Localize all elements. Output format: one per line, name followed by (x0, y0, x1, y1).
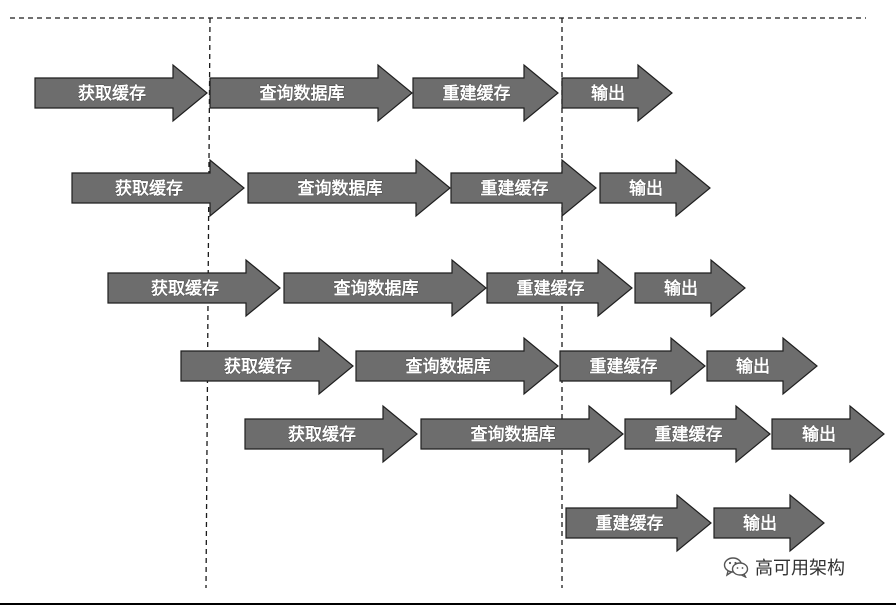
query-database-arrow (420, 404, 624, 464)
output-label: 输出 (743, 513, 777, 534)
output-label: 输出 (802, 424, 836, 445)
arrow-row: 重建缓存 输出 (565, 493, 825, 553)
query-database-arrow (355, 336, 559, 396)
arrow-row: 获取缓存 查询数据库 重建缓存 输出 (71, 158, 711, 218)
get-cache-label: 获取缓存 (151, 278, 219, 299)
query-database-label: 查询数据库 (297, 178, 383, 199)
rebuild-cache-label: 重建缓存 (596, 513, 664, 534)
output-arrow (713, 493, 825, 553)
output-arrow (599, 158, 711, 218)
rebuild-cache-label: 重建缓存 (517, 278, 585, 299)
rebuild-cache-arrow (624, 404, 771, 464)
get-cache-label: 获取缓存 (115, 178, 183, 199)
query-database-label: 查询数据库 (405, 356, 491, 377)
watermark-text: 高可用架构 (755, 558, 845, 579)
arrow-rows: 获取缓存查询数据库重建缓存输出获取缓存查询数据库重建缓存输出获取缓存查询数据库重… (34, 63, 885, 553)
output-arrow (561, 63, 673, 123)
get-cache-arrow (180, 336, 354, 396)
get-cache-label: 获取缓存 (288, 424, 356, 445)
get-cache-arrow (244, 404, 418, 464)
arrow-row: 获取缓存 查询数据库 重建缓存 输出 (107, 258, 746, 318)
output-arrow (634, 258, 746, 318)
query-database-label: 查询数据库 (259, 83, 345, 104)
rebuild-cache-arrow (450, 158, 597, 218)
query-database-label: 查询数据库 (333, 278, 419, 299)
get-cache-arrow (71, 158, 245, 218)
arrow-row: 获取缓存 查询数据库 重建缓存 输出 (244, 404, 885, 464)
output-label: 输出 (736, 356, 770, 377)
arrow-row: 获取缓存 查询数据库 重建缓存 输出 (180, 336, 818, 396)
rebuild-cache-label: 重建缓存 (443, 83, 511, 104)
query-database-arrow (209, 63, 413, 123)
query-database-arrow (283, 258, 487, 318)
get-cache-label: 获取缓存 (224, 356, 292, 377)
get-cache-arrow (107, 258, 281, 318)
rebuild-cache-arrow (559, 336, 706, 396)
output-arrow (706, 336, 818, 396)
rebuild-cache-arrow (565, 493, 712, 553)
get-cache-label: 获取缓存 (78, 83, 146, 104)
rebuild-cache-arrow (412, 63, 559, 123)
query-database-label: 查询数据库 (470, 424, 556, 445)
watermark: 高可用架构 (723, 554, 845, 580)
rebuild-cache-label: 重建缓存 (655, 424, 723, 445)
rebuild-cache-label: 重建缓存 (481, 178, 549, 199)
query-database-arrow (247, 158, 451, 218)
get-cache-arrow (34, 63, 208, 123)
output-label: 输出 (591, 83, 625, 104)
output-label: 输出 (629, 178, 663, 199)
wechat-logo-icon (723, 557, 749, 578)
rebuild-cache-arrow (486, 258, 633, 318)
output-arrow (771, 404, 885, 464)
rebuild-cache-label: 重建缓存 (590, 356, 658, 377)
output-label: 输出 (664, 278, 698, 299)
arrow-row: 获取缓存 查询数据库 重建缓存 输出 (34, 63, 673, 123)
